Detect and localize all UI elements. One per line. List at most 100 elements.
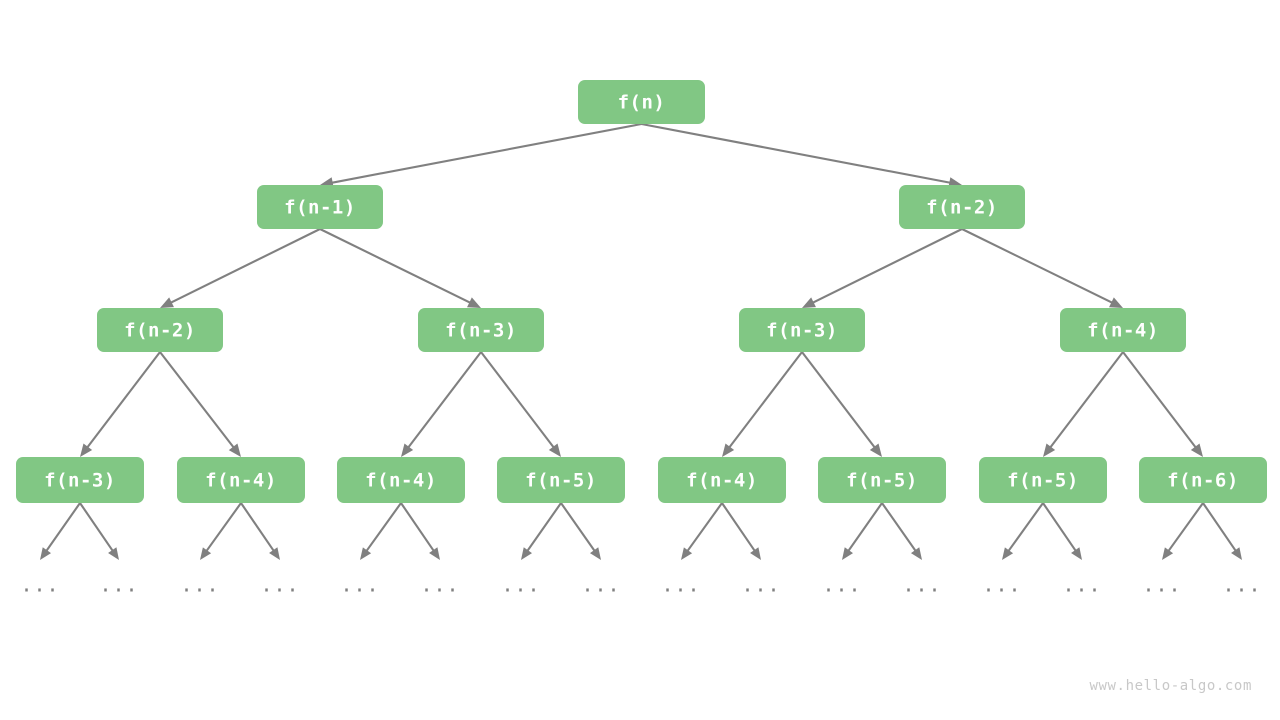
node-label: f(n-1) — [284, 197, 356, 219]
tree-edge — [330, 122, 642, 184]
node-box[interactable] — [16, 457, 144, 503]
edge-arrowhead — [40, 547, 52, 560]
ellipsis-mark: ... — [902, 573, 941, 597]
ellipsis-mark: ... — [420, 573, 459, 597]
edge-arrowhead — [228, 443, 241, 457]
tree-node[interactable]: f(n-5) — [497, 457, 625, 503]
edge-arrowhead — [269, 547, 280, 560]
edge-arrowhead — [160, 297, 174, 308]
edge-arrowhead — [521, 547, 533, 560]
tree-edge — [169, 228, 321, 304]
tree-node[interactable]: f(n-5) — [979, 457, 1107, 503]
node-label: f(n-2) — [124, 320, 196, 342]
ellipsis-mark: ... — [1222, 573, 1261, 597]
node-box[interactable] — [97, 308, 223, 352]
ellipsis-mark: ... — [1062, 573, 1101, 597]
ellipsis-mark: ... — [982, 573, 1021, 597]
leaf-edge — [45, 502, 81, 553]
leaf-edge — [205, 502, 242, 553]
edge-arrowhead — [429, 547, 440, 560]
node-label: f(n-4) — [205, 470, 277, 492]
edge-arrowhead — [108, 547, 119, 560]
edge-arrowhead — [1162, 547, 1174, 560]
tree-edge — [1122, 351, 1198, 449]
node-label: f(n-3) — [44, 470, 116, 492]
ellipses-layer: ........................................… — [20, 573, 1261, 597]
node-box[interactable] — [1060, 308, 1186, 352]
edges-layer — [80, 122, 1203, 457]
node-label: f(n-6) — [1167, 470, 1239, 492]
leaf-edge — [526, 502, 562, 553]
tree-edge — [727, 351, 803, 449]
leaf-edge — [721, 502, 756, 553]
leaf-edge — [240, 502, 275, 553]
ellipsis-mark: ... — [741, 573, 780, 597]
edge-arrowhead — [910, 547, 922, 560]
edge-arrowhead — [842, 547, 854, 560]
tree-node[interactable]: f(n-2) — [97, 308, 223, 352]
edge-arrowhead — [401, 443, 414, 457]
node-box[interactable] — [418, 308, 544, 352]
tree-node[interactable]: f(n-6) — [1139, 457, 1267, 503]
tree-node[interactable]: f(n-3) — [16, 457, 144, 503]
tree-node[interactable]: f(n-2) — [899, 185, 1025, 229]
edge-arrowhead — [200, 547, 212, 560]
node-box[interactable] — [979, 457, 1107, 503]
leaf-edge — [1042, 502, 1077, 553]
tree-edge — [1048, 351, 1124, 449]
tree-node[interactable]: f(n-4) — [337, 457, 465, 503]
node-box[interactable] — [337, 457, 465, 503]
node-label: f(n-5) — [1007, 470, 1079, 492]
edge-arrowhead — [1231, 547, 1242, 560]
node-box[interactable] — [257, 185, 383, 229]
tree-edge — [801, 351, 877, 449]
node-box[interactable] — [497, 457, 625, 503]
node-box[interactable] — [1139, 457, 1267, 503]
node-box[interactable] — [658, 457, 786, 503]
edge-arrowhead — [1109, 297, 1123, 308]
ellipsis-mark: ... — [180, 573, 219, 597]
leaf-edge — [1202, 502, 1237, 553]
node-box[interactable] — [578, 80, 705, 124]
leaf-edge — [365, 502, 402, 553]
tree-node[interactable]: f(n-4) — [1060, 308, 1186, 352]
node-box[interactable] — [899, 185, 1025, 229]
tree-node[interactable]: f(n) — [578, 80, 705, 124]
node-label: f(n-5) — [525, 470, 597, 492]
node-label: f(n) — [618, 92, 666, 114]
ellipsis-mark: ... — [260, 573, 299, 597]
nodes-layer: f(n) f(n-1) f(n-2) f(n-2) f(n-3) f(n-3) f(n-4)… — [16, 80, 1267, 503]
node-label: f(n-4) — [1087, 320, 1159, 342]
ellipsis-mark: ... — [1142, 573, 1181, 597]
tree-edge — [159, 351, 235, 449]
ellipsis-mark: ... — [501, 573, 540, 597]
leaf-edge — [881, 502, 917, 553]
tree-node[interactable]: f(n-4) — [177, 457, 305, 503]
edge-arrowhead — [589, 547, 601, 560]
tree-node[interactable]: f(n-5) — [818, 457, 946, 503]
leaf-edge — [560, 502, 596, 553]
edge-arrowhead — [750, 547, 761, 560]
tree-node[interactable]: f(n-1) — [257, 185, 383, 229]
tree-node[interactable]: f(n-3) — [739, 308, 865, 352]
node-box[interactable] — [818, 457, 946, 503]
ellipsis-mark: ... — [581, 573, 620, 597]
node-label: f(n-3) — [445, 320, 517, 342]
tree-node[interactable]: f(n-4) — [658, 457, 786, 503]
edge-arrowhead — [869, 443, 882, 457]
edge-arrowhead — [1002, 547, 1014, 560]
node-label: f(n-2) — [926, 197, 998, 219]
tree-edge — [480, 351, 556, 449]
tree-edge — [85, 351, 161, 449]
edge-arrowhead — [548, 443, 561, 457]
leaf-edge — [1007, 502, 1044, 553]
tree-edge — [811, 228, 963, 304]
node-box[interactable] — [177, 457, 305, 503]
node-box[interactable] — [739, 308, 865, 352]
tree-edge — [961, 228, 1114, 305]
edge-arrowhead — [802, 297, 816, 308]
edge-arrowhead — [1190, 443, 1203, 457]
tree-node[interactable]: f(n-3) — [418, 308, 544, 352]
tree-edge — [641, 122, 952, 184]
